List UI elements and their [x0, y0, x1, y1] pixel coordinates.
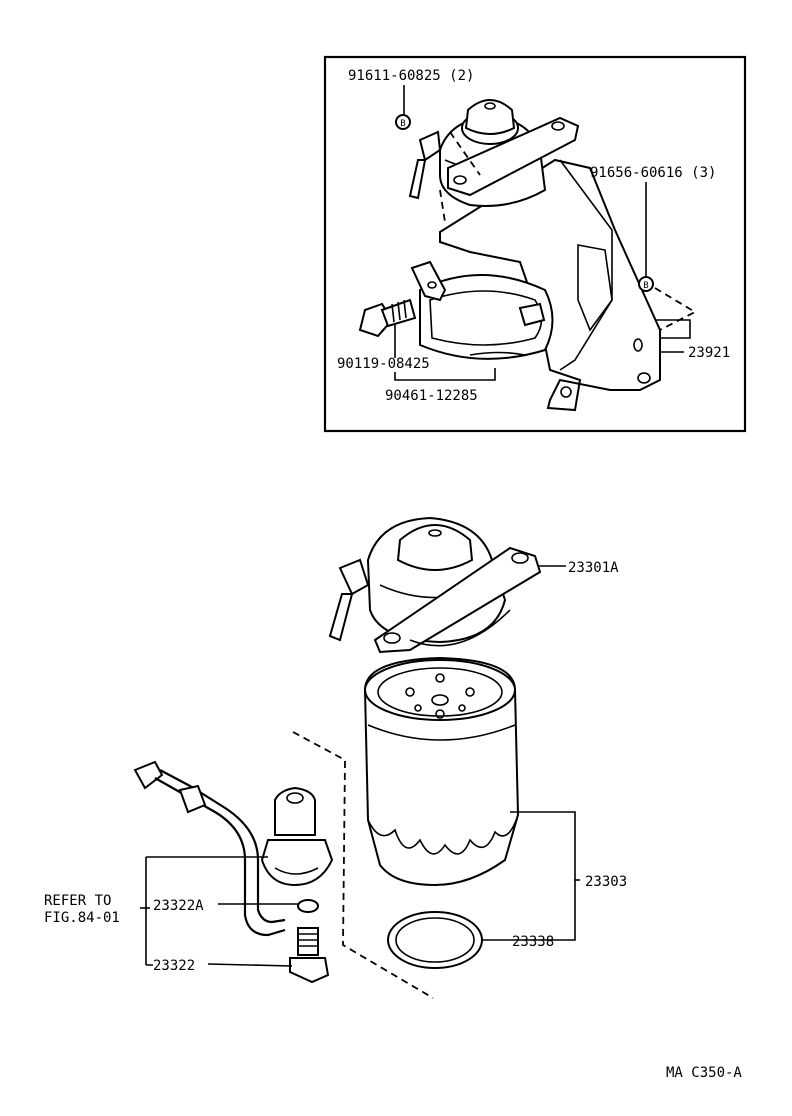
bracket-assembly-drawing: [358, 99, 697, 412]
label-23303: 23303: [585, 874, 627, 890]
leader-23322: [207, 963, 293, 967]
label-91656-60616: 91656-60616 (3): [590, 165, 716, 181]
label-90461-12285: 90461-12285: [385, 388, 478, 404]
label-refer-to: REFER TO: [44, 893, 111, 909]
label-fig-reference: FIG.84-01: [44, 910, 120, 926]
bolt-marker-icon: [395, 114, 411, 130]
gasket-23338-drawing: [387, 911, 483, 969]
label-91611-60825: 91611-60825 (2): [348, 68, 474, 84]
label-23921: 23921: [688, 345, 730, 361]
figure-code: MA C350-A: [666, 1065, 742, 1081]
bolt-marker-b: B: [643, 281, 648, 291]
bolt-marker-a: B: [400, 119, 405, 129]
leader-90461: [394, 368, 496, 381]
label-23322A: 23322A: [153, 898, 204, 914]
leader-23303: [482, 811, 576, 941]
label-23322: 23322: [153, 958, 195, 974]
label-90119-08425: 90119-08425: [337, 356, 430, 372]
label-23338: 23338: [512, 934, 554, 950]
bolt-marker-icon: [638, 276, 654, 292]
inset-frame: [323, 55, 747, 433]
leader-refer-bracket: [145, 856, 268, 966]
filter-head-23301A-drawing: [328, 516, 542, 654]
sensor-assembly-drawing: [133, 731, 434, 999]
filter-element-23303-drawing: [363, 656, 520, 887]
label-23301A: 23301A: [568, 560, 619, 576]
